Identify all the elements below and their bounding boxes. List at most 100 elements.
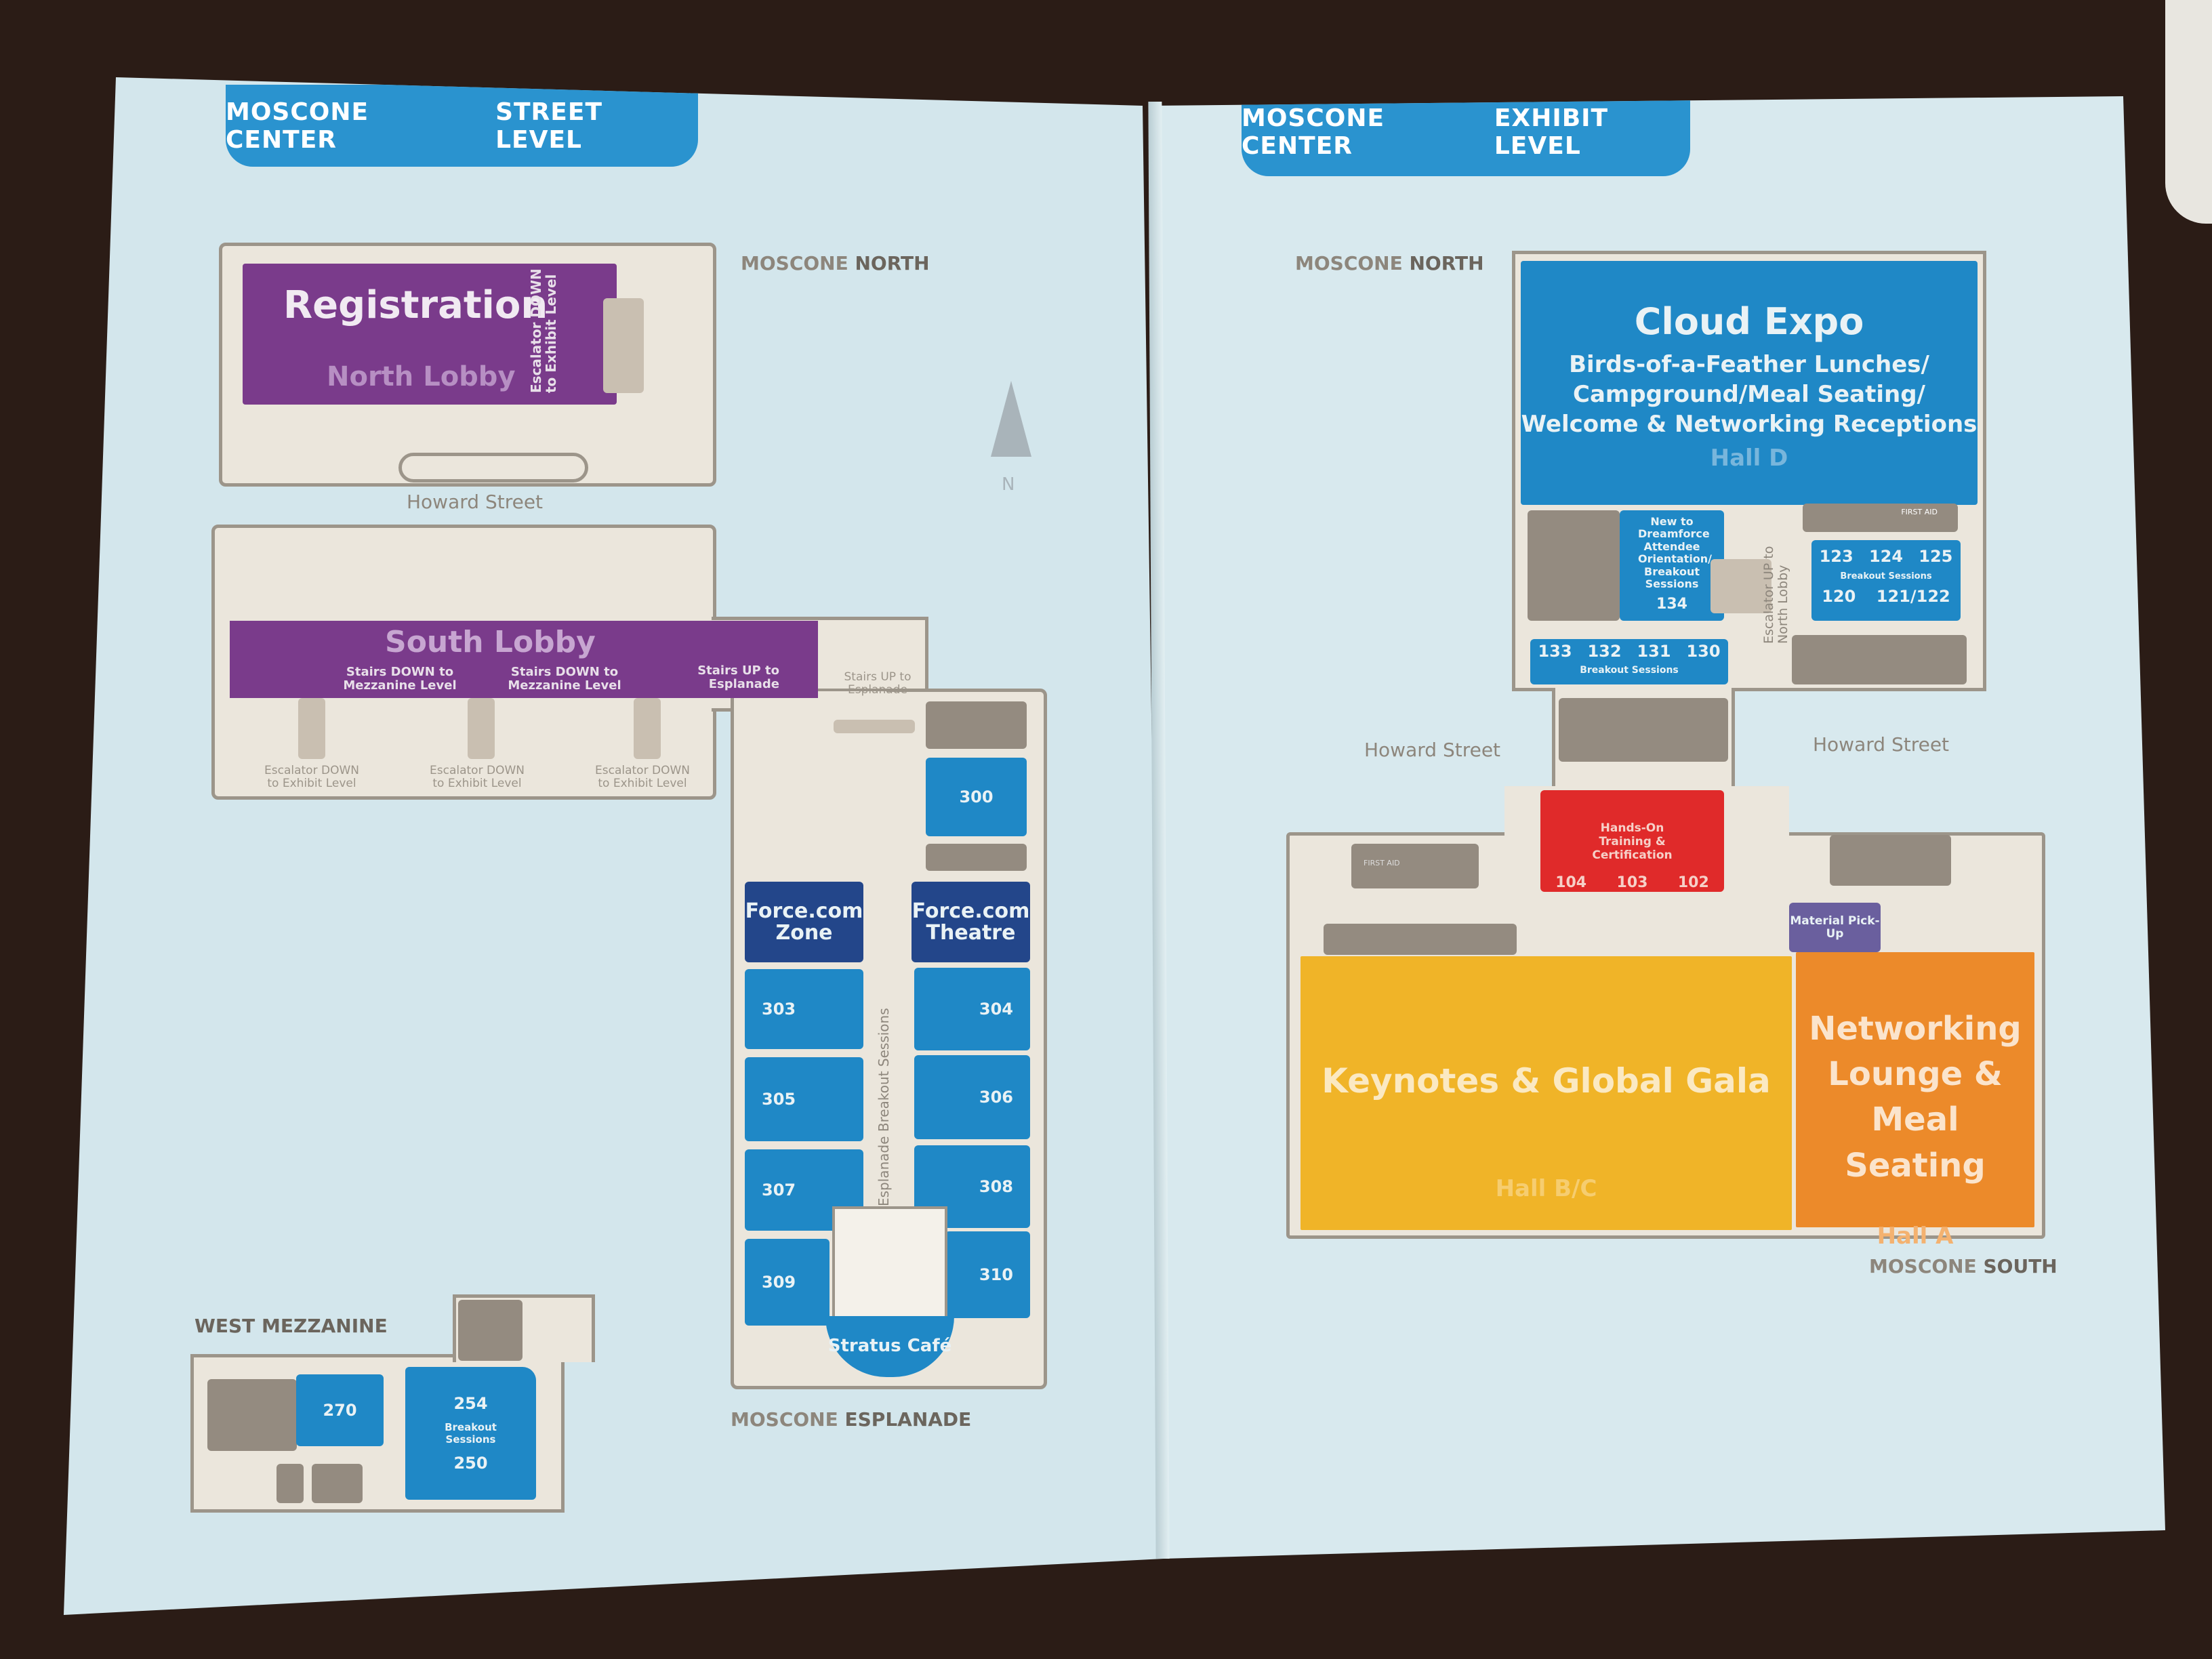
label-bold: MEZZANINE xyxy=(262,1315,388,1337)
cloud-expo-line-2: Campground/Meal Seating/ xyxy=(1573,381,1925,408)
label-prefix: MOSCONE xyxy=(731,1408,838,1431)
material-pick-up[interactable]: Material Pick-Up xyxy=(1789,903,1881,952)
breakout-label: Breakout Sessions xyxy=(1580,665,1679,676)
facility-block xyxy=(1528,510,1620,621)
hands-on-label: Hands-On Training & Certification xyxy=(1592,821,1673,862)
stairs-up-label-2: Stairs UP to Esplanade xyxy=(844,670,912,697)
first-aid-block: FIRST AID xyxy=(1803,504,1958,532)
moscone-esplanade-label: MOSCONE ESPLANADE xyxy=(731,1408,971,1431)
label-prefix: MOSCONE xyxy=(1295,252,1403,274)
room-103: 103 xyxy=(1616,874,1648,891)
cloud-expo-line-3: Welcome & Networking Receptions xyxy=(1521,411,1978,438)
force-com-theatre[interactable]: Force.com Theatre xyxy=(912,882,1030,962)
cloud-expo-hall-d[interactable]: Cloud Expo Birds-of-a-Feather Lunches/ C… xyxy=(1521,261,1978,505)
tab-bold: STREET LEVEL xyxy=(495,98,603,154)
escalator-label-3: Escalator DOWN to Exhibit Level xyxy=(595,764,690,790)
moscone-north-label: MOSCONE NORTH xyxy=(1295,252,1484,274)
networking-hall-a[interactable]: Networking Lounge & Meal Seating Hall A xyxy=(1796,952,2034,1250)
stairs-up-label: Stairs UP to Esplanade xyxy=(697,663,779,691)
room-120: 120 xyxy=(1822,587,1856,606)
escalator-icon xyxy=(1711,559,1771,613)
room-254-250[interactable]: 254 Breakout Sessions 250 xyxy=(405,1367,536,1500)
room-306[interactable]: 306 xyxy=(914,1055,1030,1139)
room-310[interactable]: 310 xyxy=(945,1231,1030,1318)
room-250: 250 xyxy=(453,1454,488,1473)
room-125: 125 xyxy=(1919,547,1953,566)
facility-block xyxy=(926,844,1027,871)
keynotes-hall-bc[interactable]: Keynotes & Global Gala Hall B/C xyxy=(1300,956,1792,1230)
label-prefix: WEST xyxy=(194,1315,255,1337)
label-bold: NORTH xyxy=(855,252,930,274)
facility-block xyxy=(1559,698,1728,762)
room-132: 132 xyxy=(1587,642,1622,661)
tab-prefix: MOSCONE CENTER xyxy=(1242,104,1385,160)
south-lobby-label: South Lobby xyxy=(385,625,596,659)
escalator-label-2: Escalator DOWN to Exhibit Level xyxy=(430,764,525,790)
stairs-icon xyxy=(834,720,915,733)
howard-street-label: Howard Street xyxy=(407,491,544,513)
esplanade-entry xyxy=(737,691,886,867)
room-309[interactable]: 309 xyxy=(745,1239,830,1326)
escalator-icon xyxy=(603,298,644,393)
rooms-130-133[interactable]: 133 132 131 130 Breakout Sessions xyxy=(1530,639,1728,684)
room-123: 123 xyxy=(1819,547,1853,566)
label-prefix: MOSCONE xyxy=(741,252,848,274)
facility-block xyxy=(1830,835,1951,886)
room-270[interactable]: 270 xyxy=(296,1374,384,1446)
room-134[interactable]: New to Dreamforce Attendee Orientation/ … xyxy=(1620,510,1724,621)
south-lobby-area[interactable] xyxy=(230,621,818,698)
stairs-down-label-1: Stairs DOWN to Mezzanine Level xyxy=(343,665,457,693)
hall-d-label: Hall D xyxy=(1710,445,1788,472)
background-object xyxy=(2165,0,2212,224)
hall-a-label: Hall A xyxy=(1877,1222,1954,1250)
registration-area[interactable] xyxy=(243,264,617,405)
moscone-north-label: MOSCONE NORTH xyxy=(741,252,930,274)
room-104: 104 xyxy=(1555,874,1587,891)
red-rooms: 104 103 102 xyxy=(1540,874,1724,891)
room-130: 130 xyxy=(1686,642,1721,661)
howard-street-right: Howard Street xyxy=(1813,733,1950,756)
room-133: 133 xyxy=(1538,642,1572,661)
stairs-down-label-2: Stairs DOWN to Mezzanine Level xyxy=(508,665,621,693)
howard-street-island xyxy=(398,453,588,483)
facility-block xyxy=(312,1464,363,1503)
facility-block xyxy=(926,701,1027,749)
breakout-label: Breakout Sessions xyxy=(445,1421,497,1446)
keynotes-label: Keynotes & Global Gala xyxy=(1322,1061,1771,1101)
room-121-122: 121/122 xyxy=(1876,587,1950,606)
label-bold: ESPLANADE xyxy=(844,1408,972,1431)
room-131: 131 xyxy=(1637,642,1671,661)
escalator-up-label: Escalator UP to North Lobby xyxy=(1761,546,1790,644)
north-escalator-label: Escalator DOWN to Exhibit Level xyxy=(528,268,559,393)
room-102: 102 xyxy=(1677,874,1709,891)
facility-block xyxy=(276,1464,304,1503)
rooms-row: 133 132 131 130 xyxy=(1530,642,1728,661)
breakout-label: Breakout Sessions xyxy=(1840,571,1932,581)
escalator-icon xyxy=(298,698,325,759)
room-304[interactable]: 304 xyxy=(914,968,1030,1050)
escalator-label-1: Escalator DOWN to Exhibit Level xyxy=(264,764,359,790)
force-com-zone[interactable]: Force.com Zone xyxy=(745,882,863,962)
room-300[interactable]: 300 xyxy=(926,758,1027,836)
west-mezzanine-label: WEST MEZZANINE xyxy=(194,1315,388,1337)
north-lobby-label: North Lobby xyxy=(327,361,516,392)
restrooms-block xyxy=(1792,635,1967,684)
registration-label: Registration xyxy=(283,283,548,327)
cloud-expo-title: Cloud Expo xyxy=(1634,300,1864,343)
room-134-number: 134 xyxy=(1656,596,1687,613)
howard-street-left: Howard Street xyxy=(1364,739,1501,761)
facility-block xyxy=(1324,924,1517,955)
facility-block xyxy=(458,1300,523,1361)
rooms-bottom-row: 120 121/122 xyxy=(1811,587,1961,606)
first-aid-block: FIRST AID xyxy=(1351,844,1479,888)
hands-on-training[interactable]: Hands-On Training & Certification 104 103… xyxy=(1540,790,1724,892)
room-303[interactable]: 303 xyxy=(745,969,863,1049)
room-305[interactable]: 305 xyxy=(745,1057,863,1141)
orientation-label: New to Dreamforce Attendee Orientation/ … xyxy=(1638,515,1713,590)
